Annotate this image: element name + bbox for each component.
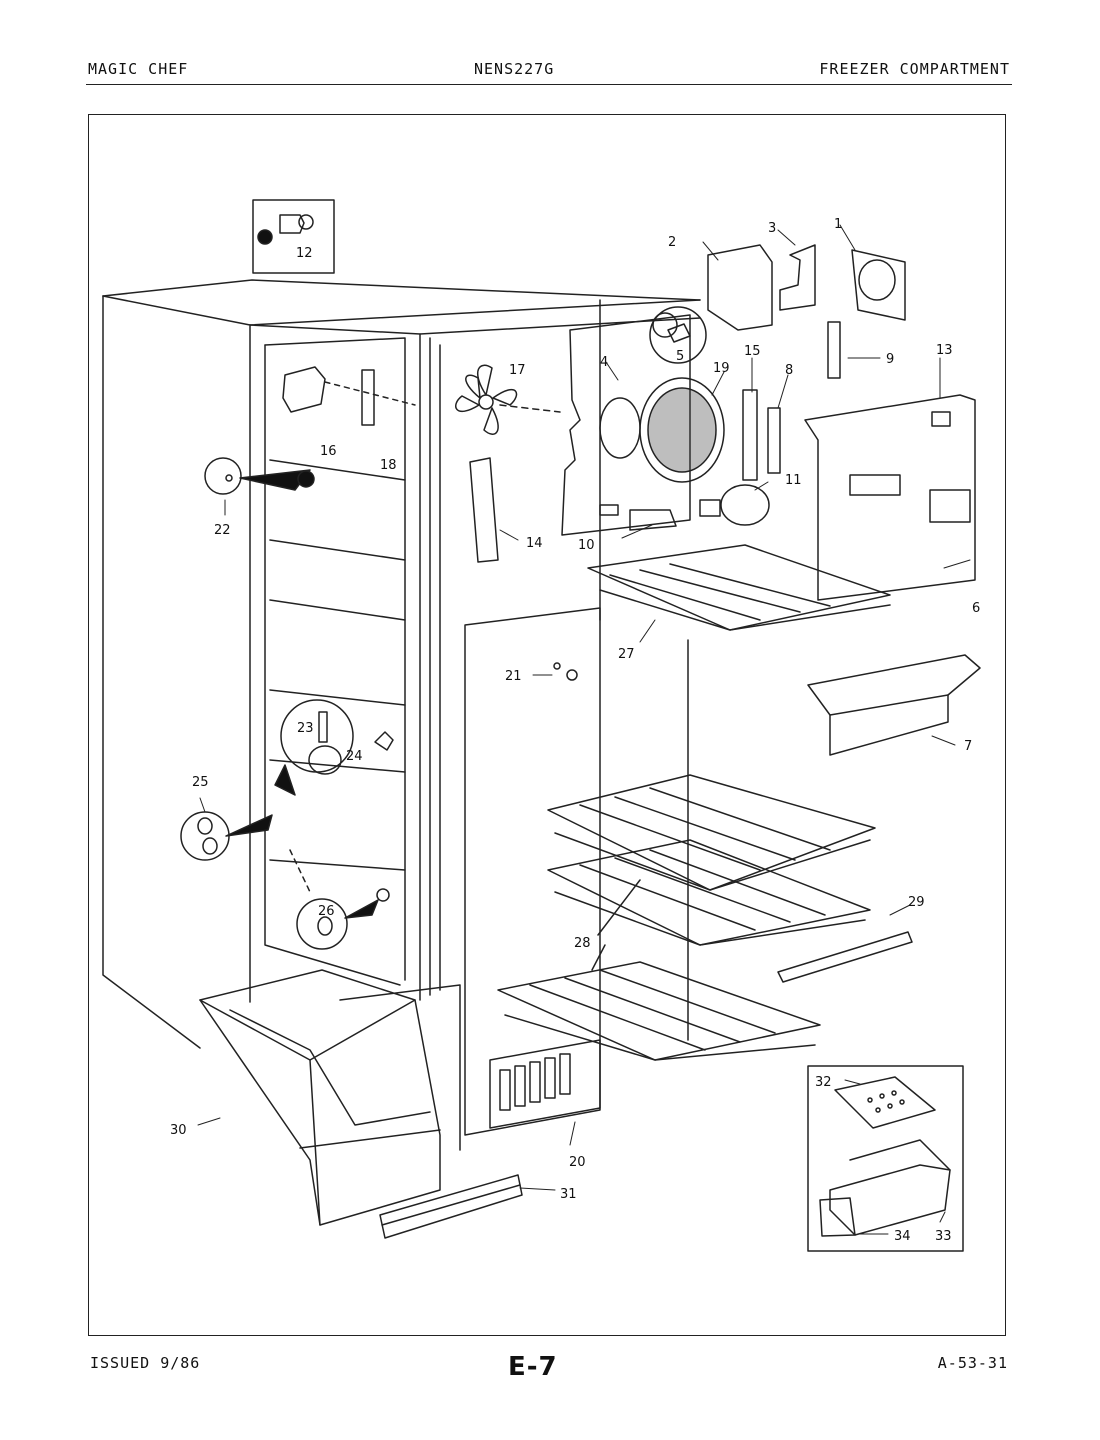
inset-box-32-34 — [807, 1065, 964, 1252]
leader-lines — [197, 224, 971, 1235]
footer-issued: ISSUED 9/86 — [90, 1354, 201, 1372]
header-brand: MAGIC CHEF — [88, 60, 189, 78]
callout-18: 18 — [380, 458, 397, 473]
callout-4: 4 — [600, 355, 608, 370]
callout-19: 19 — [713, 361, 730, 376]
callout-17: 17 — [509, 363, 526, 378]
part-22 — [204, 457, 315, 495]
grille-20 — [489, 1039, 601, 1129]
shelves-28 — [497, 774, 876, 1061]
rear-wall-21 — [464, 607, 601, 1136]
callout-20: 20 — [569, 1155, 586, 1170]
header-section: FREEZER COMPARTMENT — [819, 60, 1010, 78]
fan-blade-17 — [455, 364, 561, 435]
callout-22: 22 — [214, 523, 231, 538]
callout-3: 3 — [768, 221, 776, 236]
callout-12: 12 — [296, 246, 313, 261]
callout-25: 25 — [192, 775, 209, 790]
trim-29 — [777, 931, 913, 983]
callout-7: 7 — [964, 739, 972, 754]
callout-11: 11 — [785, 473, 802, 488]
callout-24: 24 — [346, 749, 363, 764]
strips-8-9-15 — [742, 321, 841, 481]
callout-27: 27 — [618, 647, 635, 662]
footer-reference: A-53-31 — [937, 1354, 1008, 1372]
strip-31 — [379, 1174, 523, 1239]
callout-26: 26 — [318, 904, 335, 919]
callout-5: 5 — [676, 349, 684, 364]
callout-6: 6 — [972, 601, 980, 616]
rear-panel-13 — [804, 394, 976, 601]
part-5 — [649, 306, 707, 364]
shelf-27 — [587, 544, 891, 631]
callout-13: 13 — [936, 343, 953, 358]
bracket-14 — [469, 457, 499, 563]
control-parts-16-18 — [282, 366, 416, 426]
evaporator-panel-4 — [561, 312, 725, 536]
callout-9: 9 — [886, 352, 894, 367]
inset-box-12 — [252, 199, 335, 274]
callout-10: 10 — [578, 538, 595, 553]
callout-30: 30 — [170, 1123, 187, 1138]
callout-1: 1 — [834, 217, 842, 232]
callout-16: 16 — [320, 444, 337, 459]
callout-29: 29 — [908, 895, 925, 910]
callout-23: 23 — [297, 721, 314, 736]
ice-bin-7 — [807, 654, 981, 756]
diagram-frame — [88, 114, 1006, 1336]
header-rule — [86, 84, 1012, 85]
cabinet-body — [102, 279, 701, 1151]
lamp-10-11 — [629, 484, 770, 531]
header-model: NENS227G — [474, 60, 555, 78]
callout-32: 32 — [815, 1075, 832, 1090]
callout-31: 31 — [560, 1187, 577, 1202]
callout-21: 21 — [505, 669, 522, 684]
parts-23-26 — [180, 699, 394, 950]
basket-30 — [199, 969, 441, 1226]
parts-1-2-3 — [707, 244, 906, 331]
callout-14: 14 — [526, 536, 543, 551]
callout-28: 28 — [574, 936, 591, 951]
callout-15: 15 — [744, 344, 761, 359]
callout-33: 33 — [935, 1229, 952, 1244]
footer-page-number: E-7 — [508, 1352, 558, 1382]
callout-8: 8 — [785, 363, 793, 378]
callout-2: 2 — [668, 235, 676, 250]
callout-labels: 1 2 3 4 5 6 7 8 9 10 11 12 13 14 15 16 1… — [170, 217, 980, 1244]
callout-34: 34 — [894, 1229, 911, 1244]
